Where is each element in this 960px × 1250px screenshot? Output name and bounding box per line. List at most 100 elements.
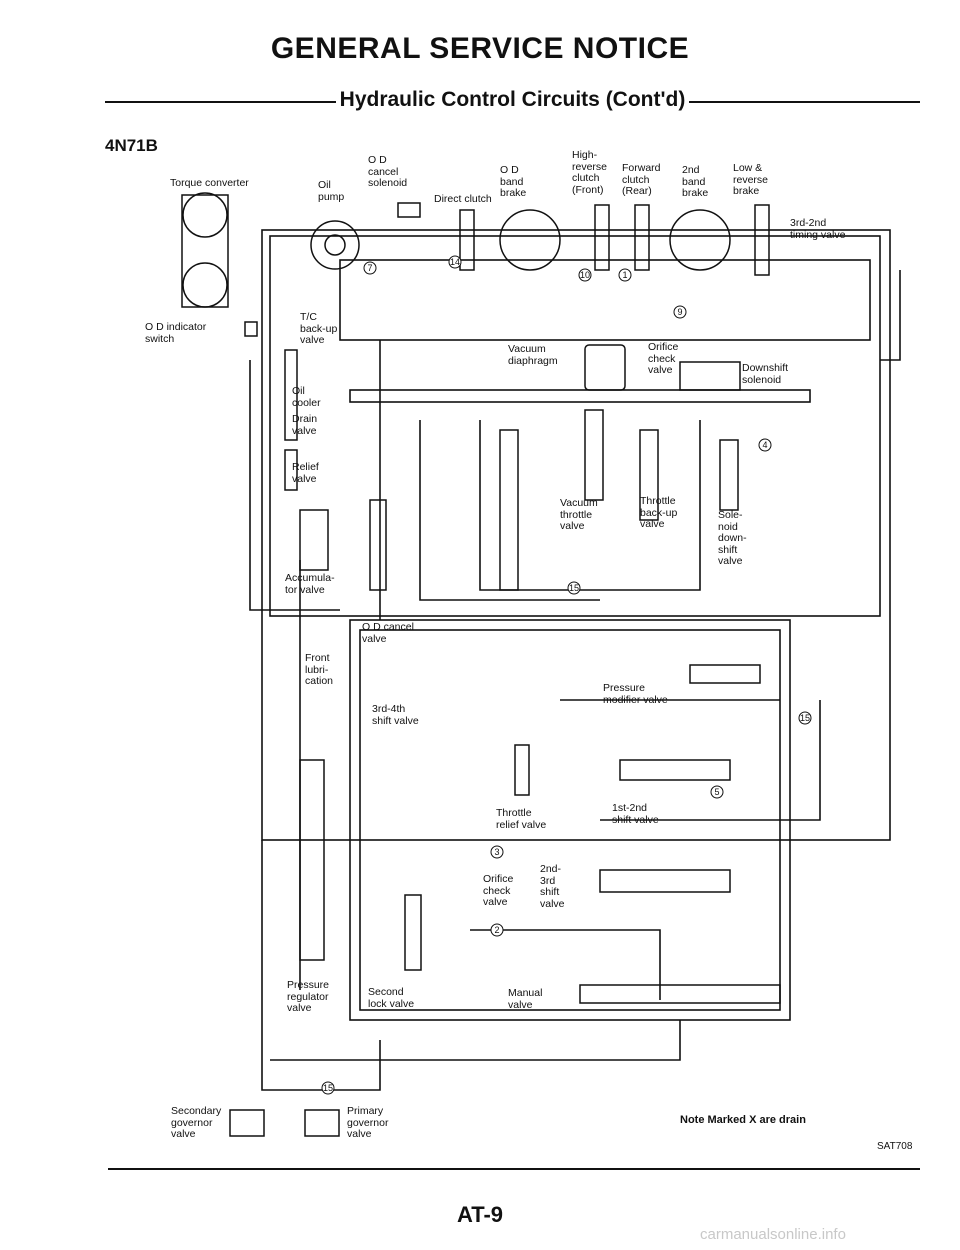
- tc-backup-spool: [284, 349, 298, 441]
- circuit-number: 2: [494, 925, 499, 935]
- watermark-text: carmanualsonline.info: [700, 1226, 846, 1243]
- downshift-solenoid-body: [679, 361, 741, 391]
- label-2nd-3rd-shift-valve: 2nd- 3rd shift valve: [540, 863, 565, 910]
- passage-indicator: [249, 360, 340, 611]
- pressure-regulator-spool: [299, 759, 325, 961]
- label-forward-clutch: Forward clutch (Rear): [622, 162, 661, 197]
- label-accumulator-valve: Accumula- tor valve: [285, 572, 335, 596]
- label-direct-clutch: Direct clutch: [434, 193, 492, 205]
- passage-mid: [479, 420, 701, 591]
- outer-passage: [261, 229, 891, 841]
- circuit-marker: [363, 261, 377, 275]
- od-band-brake-drum: [499, 209, 561, 271]
- passage-loop-1: [269, 235, 881, 617]
- high-reverse-clutch-piston: [594, 204, 610, 271]
- model-code: 4N71B: [105, 136, 158, 155]
- second-lock-spool: [404, 894, 422, 971]
- vacuum-diaphragm-body: [584, 344, 626, 391]
- label-2nd-band-brake: 2nd band brake: [682, 164, 709, 199]
- label-throttle-backup-valve: Throttle back-up valve: [640, 495, 678, 530]
- circuit-marker: [673, 305, 687, 319]
- label-vacuum-throttle-valve: Vacuum throttle valve: [560, 497, 598, 532]
- circuit-marker: [490, 845, 504, 859]
- passage-governor-left: [261, 840, 381, 1091]
- label-od-indicator-switch: O D indicator switch: [145, 321, 207, 345]
- oil-pump-gear: [324, 234, 346, 256]
- primary-governor-body: [304, 1109, 340, 1137]
- 3rd-4th-shift-spool: [499, 429, 519, 591]
- throttle-relief-spool: [514, 744, 530, 796]
- solenoid-downshift-spool: [719, 439, 739, 511]
- label-secondary-governor-valve: Secondary governor valve: [171, 1105, 222, 1140]
- label-oil-cooler: Oil cooler: [292, 385, 321, 409]
- circuit-marker: [321, 1081, 335, 1095]
- label-pressure-regulator-valve: Pressure regulator valve: [287, 979, 330, 1014]
- circuit-number: 15: [800, 713, 810, 723]
- passage-governor-bottom: [270, 1020, 681, 1061]
- circuit-number: 10: [580, 270, 590, 280]
- label-3rd-2nd-timing-valve: 3rd-2nd timing valve: [790, 217, 846, 241]
- label-drain-valve: Drain valve: [292, 413, 318, 437]
- section-subtitle: Hydraulic Control Circuits (Cont'd): [105, 88, 920, 112]
- label-tc-backup-valve: T/C back-up valve: [300, 311, 338, 346]
- label-torque-converter: Torque converter: [170, 177, 249, 189]
- secondary-governor-body: [229, 1109, 265, 1137]
- page-number: AT-9: [456, 1202, 504, 1227]
- circuit-marker: [448, 255, 462, 269]
- label-orifice-check-valve-top: Orifice check valve: [648, 341, 679, 376]
- circuit-number: 4: [762, 440, 767, 450]
- label-solenoid-downshift-valve: Sole- noid down- shift valve: [718, 509, 747, 567]
- footer-rule: [108, 1168, 920, 1170]
- circuit-number: 9: [677, 307, 682, 317]
- 1st-2nd-shift-spool: [619, 759, 731, 781]
- figure-code: SAT708: [877, 1141, 913, 1152]
- label-primary-governor-valve: Primary governor valve: [347, 1105, 389, 1140]
- vacuum-throttle-spool: [584, 409, 604, 501]
- section-subtitle-row: Hydraulic Control Circuits (Cont'd): [105, 88, 920, 114]
- label-od-cancel-valve: O D cancel valve: [362, 621, 414, 645]
- passage-throttle: [419, 420, 600, 601]
- circuit-marker: [490, 923, 504, 937]
- 2nd-band-brake-drum: [669, 209, 731, 271]
- oil-pump-body: [310, 220, 360, 270]
- label-front-lubrication: Front lubri- cation: [305, 652, 334, 687]
- label-3rd-4th-shift-valve: 3rd-4th shift valve: [372, 703, 419, 727]
- label-low-reverse-brake: Low & reverse brake: [733, 162, 769, 197]
- label-od-cancel-solenoid: O D cancel solenoid: [368, 154, 408, 189]
- circuit-marker: [758, 438, 772, 452]
- circuit-marker: [710, 785, 724, 799]
- throttle-backup-spool: [639, 429, 659, 521]
- circuit-marker: [618, 268, 632, 282]
- forward-clutch-piston: [634, 204, 650, 271]
- label-pressure-modifier-valve: Pressure modifier valve: [603, 682, 668, 706]
- label-throttle-relief-valve: Throttle relief valve: [496, 807, 547, 831]
- page-title: GENERAL SERVICE NOTICE: [270, 32, 690, 65]
- circuit-marker: [567, 581, 581, 595]
- circuit-number: 1: [622, 270, 627, 280]
- torque-converter-turbine: [182, 262, 228, 308]
- label-high-reverse-clutch: High- reverse clutch (Front): [572, 149, 608, 196]
- torque-converter-impeller: [182, 192, 228, 238]
- circuit-number: 14: [450, 257, 460, 267]
- label-relief-valve: Relief valve: [292, 461, 319, 485]
- circuit-number: 15: [569, 583, 579, 593]
- label-vacuum-diaphragm: Vacuum diaphragm: [508, 343, 558, 367]
- label-downshift-solenoid: Downshift solenoid: [742, 362, 789, 386]
- passage-loop-2: [339, 259, 871, 341]
- circuit-number: 15: [323, 1083, 333, 1093]
- relief-valve-spool: [284, 449, 298, 491]
- label-second-lock-valve: Second lock valve: [368, 986, 415, 1010]
- passage-2: [470, 929, 661, 1000]
- direct-clutch-piston: [459, 209, 475, 271]
- label-od-band-brake: O D band brake: [500, 164, 527, 199]
- accumulator-spool: [299, 509, 329, 571]
- passage-timing: [880, 270, 901, 361]
- torque-converter-housing: [181, 194, 229, 308]
- label-orifice-check-valve-bottom: Orifice check valve: [483, 873, 514, 908]
- drain-note: Note Marked X are drain: [680, 1114, 806, 1126]
- circuit-number: 5: [714, 787, 719, 797]
- manual-valve-spool: [579, 984, 781, 1004]
- od-indicator-switch-body: [244, 321, 258, 337]
- circuit-marker: [578, 268, 592, 282]
- 2nd-3rd-shift-spool: [599, 869, 731, 893]
